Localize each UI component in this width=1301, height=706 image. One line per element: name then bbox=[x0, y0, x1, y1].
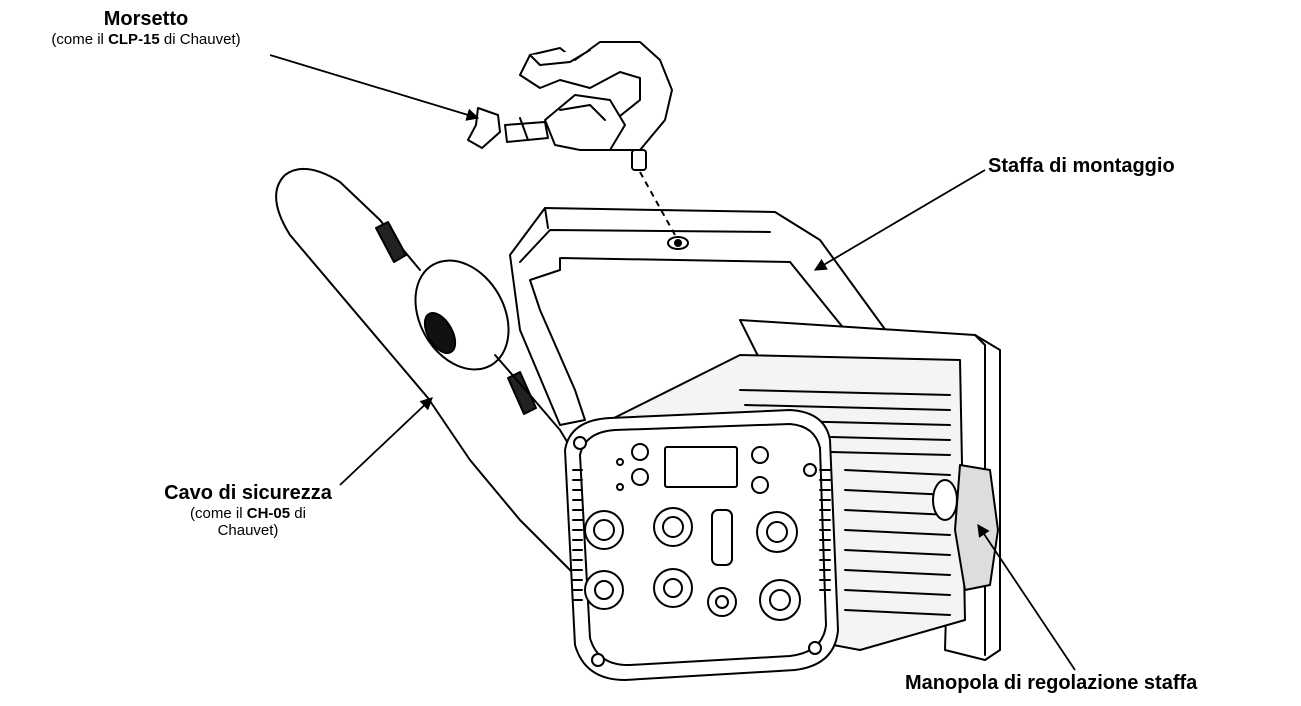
knob-pointer-arrow bbox=[977, 523, 1076, 671]
knob-label: Manopola di regolazione staffa bbox=[905, 672, 1295, 695]
clamp-subtitle: (come il CLP-15 di Chauvet) bbox=[51, 31, 241, 48]
clamp-pointer-arrow bbox=[269, 54, 480, 121]
clamp-title: Morsetto bbox=[103, 8, 189, 30]
knob-title: Manopola di regolazione staffa bbox=[905, 672, 1198, 694]
safety-cable-title: Cavo di sicurezza bbox=[164, 482, 332, 504]
bracket-pointer-arrow bbox=[813, 169, 986, 271]
safety-cable-pointer-arrow bbox=[339, 397, 433, 486]
bracket-label: Staffa di montaggio bbox=[988, 155, 1248, 178]
bracket-title: Staffa di montaggio bbox=[988, 155, 1175, 177]
clamp-drawing bbox=[467, 41, 673, 171]
clamp-mount-dashed-line bbox=[639, 171, 676, 236]
fixture-body-drawing bbox=[564, 319, 1001, 681]
clamp-label: Morsetto (come il CLP-15 di Chauvet) bbox=[6, 8, 286, 48]
